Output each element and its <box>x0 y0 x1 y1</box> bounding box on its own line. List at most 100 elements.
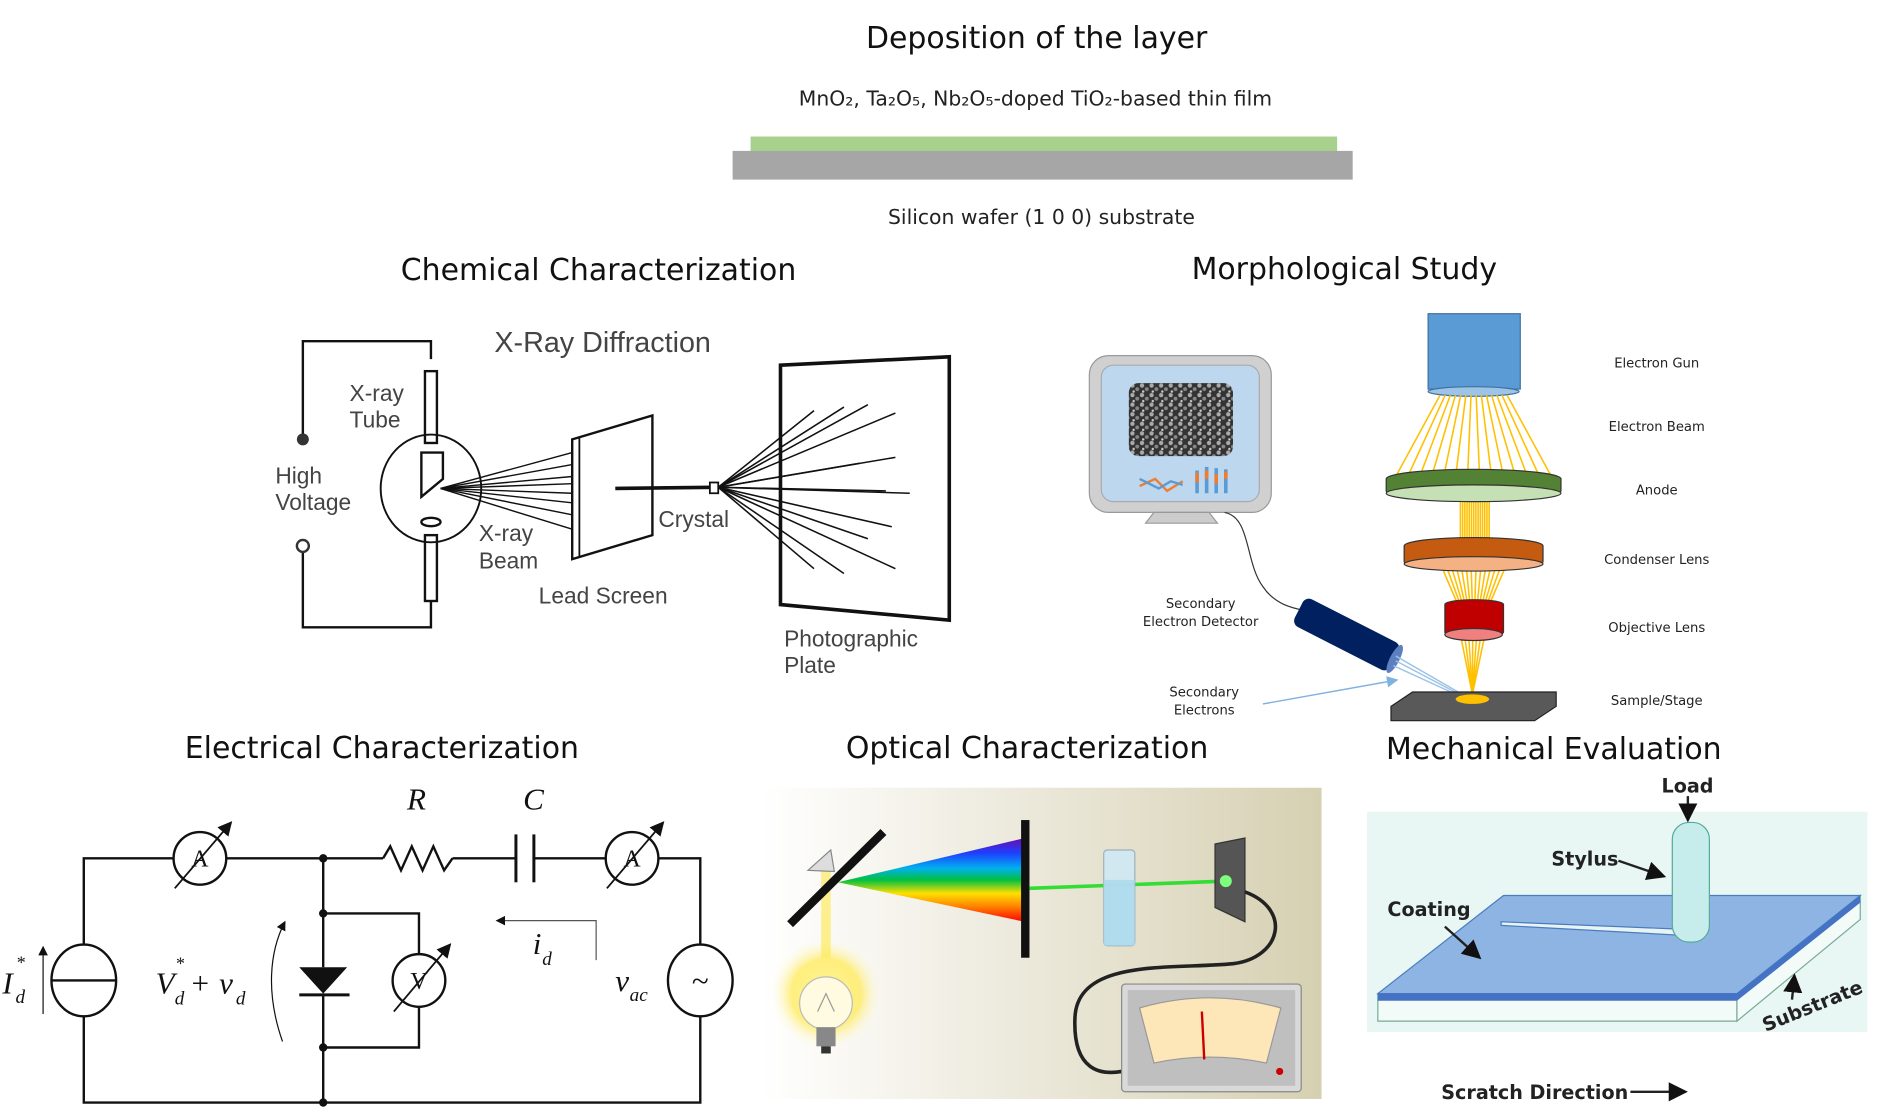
electron-gun <box>1427 313 1521 390</box>
svg-text:v: v <box>219 966 233 1001</box>
svg-text:ac: ac <box>630 985 649 1006</box>
label-secondary-electrons: Electrons <box>1174 704 1235 719</box>
plate-label: Plate <box>784 652 836 678</box>
terminal-icon <box>296 433 309 446</box>
beam-ray <box>1471 640 1485 695</box>
beam-ray <box>1454 394 1467 477</box>
label-electron-gun: Electron Gun <box>1614 357 1699 372</box>
detector-cable <box>1224 511 1305 612</box>
current-source <box>50 943 118 1018</box>
film-label: MnO₂, Ta₂O₅, Nb₂O₅-doped TiO₂-based thin… <box>799 86 1272 110</box>
beam-ray <box>1496 394 1529 477</box>
mechanical-title: Mechanical Evaluation <box>1386 732 1722 767</box>
prism <box>806 848 836 873</box>
label-detector: Secondary <box>1166 597 1236 612</box>
xrd-title: X-Ray Diffraction <box>494 327 711 359</box>
electrical-section: Electrical Characterization A A V ~ R C … <box>1 731 734 1107</box>
svg-text:d: d <box>16 987 26 1008</box>
beam-ray <box>1474 568 1477 603</box>
load-label: Load <box>1662 775 1714 798</box>
light-bulb-icon <box>799 976 853 1054</box>
electron-beam <box>1395 394 1553 695</box>
coating-label: Coating <box>1387 898 1470 921</box>
beam-ray <box>1460 568 1468 603</box>
beam-ray <box>1456 568 1466 603</box>
beam-ray <box>1446 568 1461 603</box>
voltmeter: V <box>391 943 452 1013</box>
label-anode: Anode <box>1636 483 1678 498</box>
high-voltage-label: Voltage <box>275 489 351 515</box>
signal-cable <box>1073 890 1278 1075</box>
plate-label: Photographic <box>784 625 918 651</box>
resistor <box>382 843 454 874</box>
svg-text:d: d <box>236 988 246 1009</box>
slit <box>1021 820 1030 958</box>
high-voltage-label: High <box>275 463 322 489</box>
photographic-plate <box>778 354 952 623</box>
label-sample-stage: Sample/Stage <box>1611 694 1703 709</box>
ac-source: ~ <box>666 943 734 1018</box>
beam-ray <box>1441 568 1458 603</box>
beam-ray <box>1487 568 1501 603</box>
electrical-title: Electrical Characterization <box>185 731 579 766</box>
label-electron-beam: Electron Beam <box>1609 420 1705 435</box>
x-ray-beam <box>440 451 573 530</box>
collimated-beam <box>615 485 714 491</box>
beam-ray <box>1490 394 1517 477</box>
tube-electrode <box>423 369 439 445</box>
sample-stage <box>1390 691 1557 722</box>
label-detector: Electron Detector <box>1143 615 1259 630</box>
secondary-electron-detector <box>1294 598 1403 673</box>
beam-ray <box>1489 568 1506 603</box>
optical-section: Optical Characterization <box>761 731 1322 1099</box>
beam-ray <box>1466 395 1472 477</box>
anode-target <box>420 451 445 500</box>
beam-ray <box>1407 394 1446 477</box>
tube-label: Tube <box>350 406 401 432</box>
chemical-title: Chemical Characterization <box>401 253 797 288</box>
voltage-label-Vd: V * d + v d <box>156 954 246 1010</box>
svg-text:d: d <box>175 988 185 1009</box>
svg-text:~: ~ <box>692 963 709 998</box>
crystal-sample <box>708 481 720 495</box>
svg-text:A: A <box>623 847 641 873</box>
secondary-electrons-arrow <box>1262 676 1399 705</box>
stylus <box>1671 821 1711 943</box>
label-secondary-electrons: Secondary <box>1169 686 1239 701</box>
analog-meter-icon <box>1121 983 1302 1093</box>
ammeter-right: A <box>604 821 665 889</box>
ammeter-left: A <box>172 821 233 889</box>
current-label-Id: I * d <box>1 952 25 1008</box>
silicon-substrate <box>732 150 1353 180</box>
svg-text:*: * <box>17 952 26 972</box>
beam-ray <box>1476 568 1482 603</box>
mechanical-section: Mechanical Evaluation Load Stylus Coatin… <box>1367 732 1868 1104</box>
beam-ray <box>1442 394 1462 477</box>
beam-ray <box>1479 568 1487 603</box>
beam-ray <box>1480 394 1493 477</box>
morphological-title: Morphological Study <box>1192 252 1497 287</box>
svg-text:+: + <box>192 966 210 1001</box>
svg-text:*: * <box>176 954 185 974</box>
beam-ray <box>1484 568 1496 603</box>
substrate-label: Silicon wafer (1 0 0) substrate <box>888 205 1195 229</box>
scratch-direction-label: Scratch Direction <box>1441 1081 1628 1104</box>
beam-ray <box>1481 568 1492 603</box>
capacitor <box>514 834 536 883</box>
beam-ray <box>1430 394 1457 477</box>
beam-label: Beam <box>479 548 538 574</box>
diffracted-rays <box>717 403 910 575</box>
beam-ray <box>1506 394 1553 477</box>
beam-ray <box>1451 568 1463 603</box>
stylus-label: Stylus <box>1551 848 1618 871</box>
current-label-id: i d <box>533 926 553 970</box>
beam-ray <box>1418 394 1452 477</box>
lead-screen-label: Lead Screen <box>539 582 668 608</box>
x-ray-tube <box>379 433 483 544</box>
morphological-section: Morphological Study Electron Gun Electro… <box>1088 252 1710 722</box>
beam-ray <box>1465 568 1471 603</box>
deposition-section: Deposition of the layer MnO₂, Ta₂O₅, Nb₂… <box>732 21 1353 229</box>
optical-title: Optical Characterization <box>846 731 1208 766</box>
deposition-title: Deposition of the layer <box>866 21 1208 56</box>
